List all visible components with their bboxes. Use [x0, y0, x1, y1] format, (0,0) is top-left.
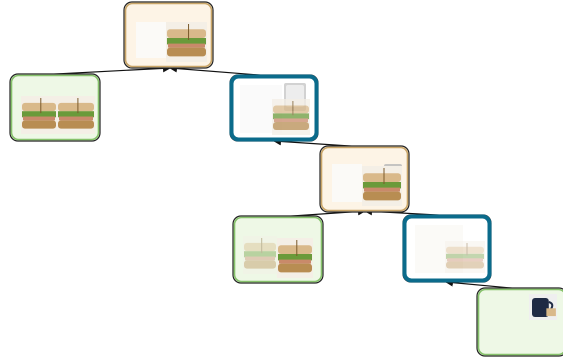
node-n5-two-faded-sandwich-photos[interactable]	[232, 215, 324, 284]
mug-photo	[529, 294, 557, 320]
node-n1-sandwich-photo[interactable]	[123, 1, 214, 69]
node-n6-faded-sandwich-photo[interactable]	[402, 214, 492, 283]
sandwich-photo-right	[57, 96, 95, 134]
node-n7-mug-photo[interactable]	[476, 287, 563, 357]
sandwich-photo	[362, 166, 402, 206]
sandwich-photo-left	[21, 96, 57, 134]
sandwich-photo	[272, 99, 310, 135]
node-n3-faded-sandwich-with-cup-photo[interactable]	[229, 74, 319, 142]
sandwich-photo	[445, 241, 485, 273]
node-n2-two-sandwich-photos[interactable]	[9, 73, 101, 142]
sandwich-photo-left	[243, 236, 277, 274]
node-n4-sandwich-with-cup-photo[interactable]	[319, 145, 410, 213]
nodes-layer	[9, 1, 563, 357]
sandwich-photo	[166, 22, 207, 62]
sandwich-photo-right	[277, 238, 313, 278]
